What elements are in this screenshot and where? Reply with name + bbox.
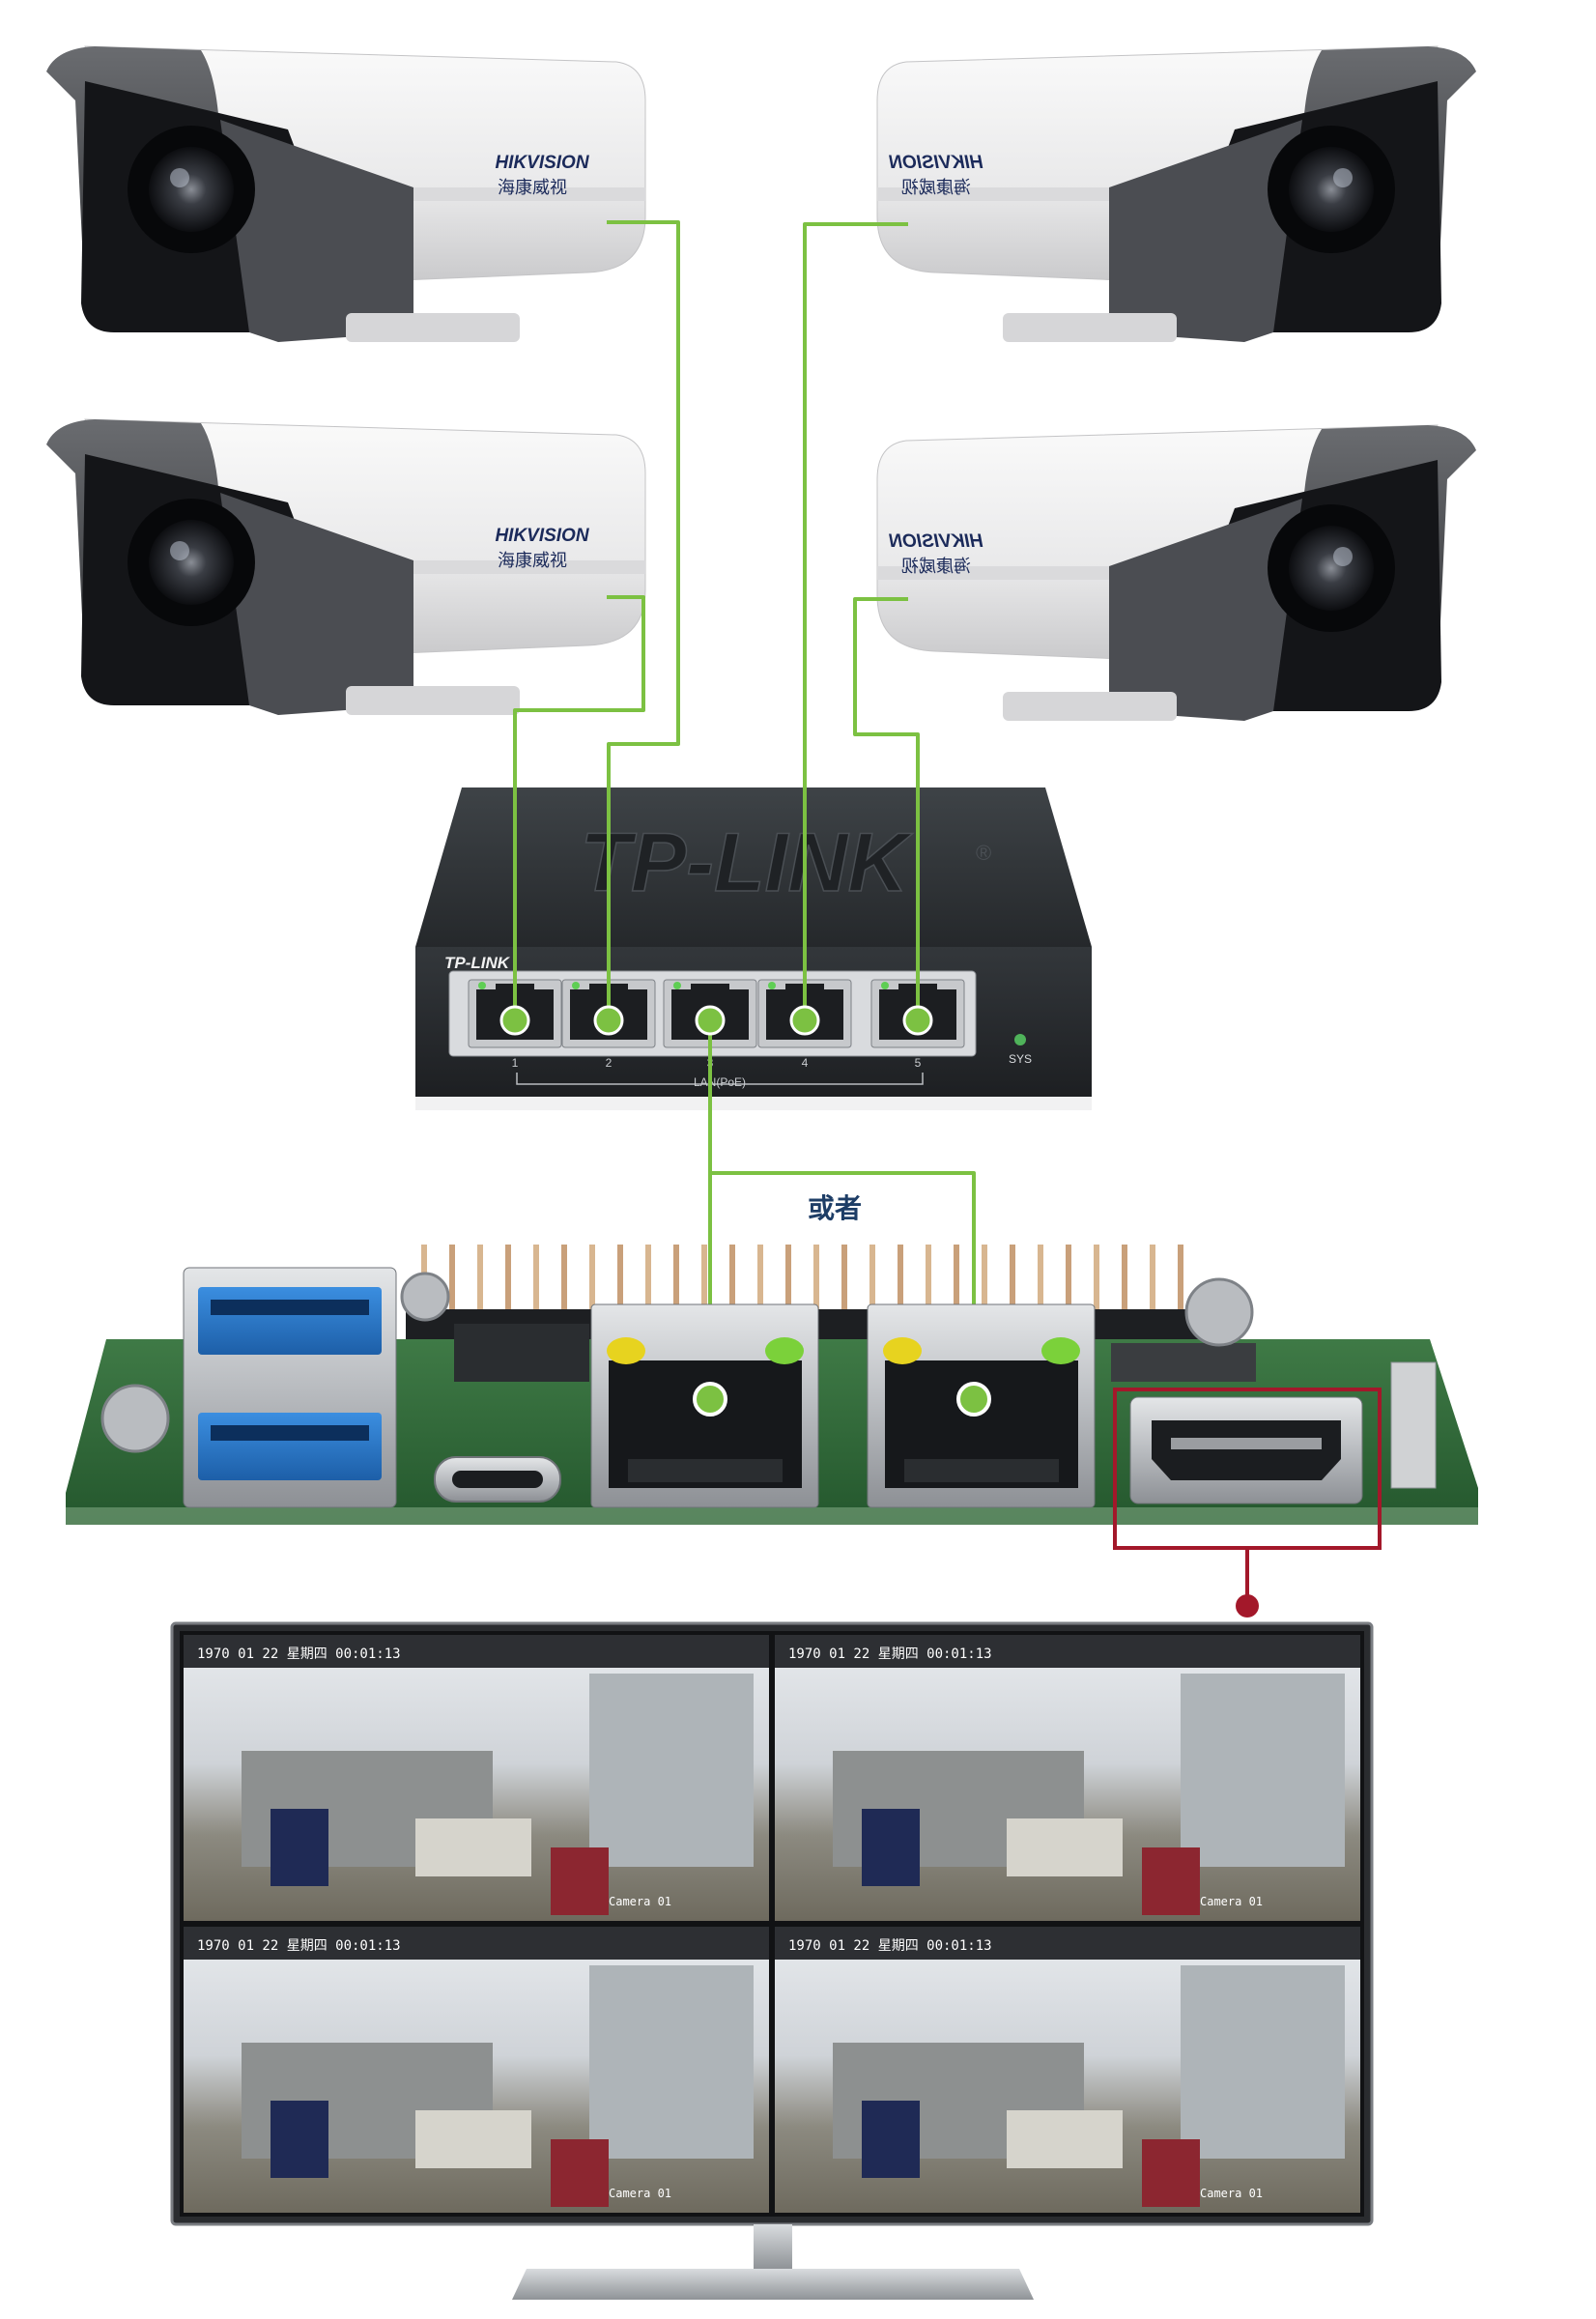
cable-cam-top-left	[607, 220, 680, 1020]
single-board-computer	[66, 1245, 1478, 1618]
header-pin	[617, 1245, 623, 1341]
osd-timestamp: 1970 01 22 星期四 00:01:13	[788, 1646, 992, 1662]
header-pin	[729, 1245, 735, 1341]
header-pin	[982, 1245, 987, 1341]
camera-brand-cn: 海康威视	[901, 557, 971, 577]
camera-mid-right: HIKVISION 海康威视	[876, 424, 1476, 721]
switch-registered-mark: ®	[976, 841, 991, 865]
header-pin	[589, 1245, 595, 1341]
header-pin	[1178, 1245, 1183, 1341]
header-pin	[1150, 1245, 1155, 1341]
lan-poe-label: LAN(PoE)	[694, 1075, 746, 1089]
header-pin	[926, 1245, 931, 1341]
header-pin	[533, 1245, 539, 1341]
header-pin	[561, 1245, 567, 1341]
header-pin	[841, 1245, 847, 1341]
camera-brand-en: HIKVISION	[888, 153, 983, 173]
osd-timestamp: 1970 01 22 星期四 00:01:13	[197, 1938, 401, 1954]
header-pin	[1066, 1245, 1071, 1341]
lan-bracket	[516, 1073, 924, 1085]
lan2-connector-dot	[956, 1382, 991, 1417]
port-number-label: 5	[915, 1056, 922, 1070]
sys-label: SYS	[1009, 1052, 1032, 1066]
camera-brand-cn: 海康威视	[498, 178, 567, 198]
osd-camera-label: Camera 01	[609, 2187, 671, 2200]
header-pin	[813, 1245, 819, 1341]
sys-led	[1014, 1034, 1026, 1045]
camera-top-right: HIKVISION 海康威视	[876, 45, 1476, 342]
bullet-camera-icon	[876, 424, 1476, 721]
port-number-label: 4	[802, 1056, 809, 1070]
hdmi-pointer-dot	[1236, 1594, 1259, 1618]
header-pin	[1010, 1245, 1015, 1341]
network-cables	[513, 220, 976, 1399]
header-pin	[1094, 1245, 1099, 1341]
bullet-camera-icon	[46, 418, 646, 715]
bullet-camera-icon	[46, 45, 646, 342]
header-pin	[645, 1245, 651, 1341]
header-pin	[898, 1245, 903, 1341]
camera-brand-en: HIKVISION	[495, 153, 589, 173]
port-number-label: 2	[606, 1056, 613, 1070]
camera-brand-cn: 海康威视	[901, 178, 971, 198]
camera-brand-en: HIKVISION	[888, 531, 983, 552]
lan1-connector-dot	[693, 1382, 727, 1417]
camera-brand-cn: 海康威视	[498, 551, 567, 571]
header-pin	[1038, 1245, 1043, 1341]
switch-top-logo: TP-LINK	[580, 816, 913, 909]
header-pin	[449, 1245, 455, 1341]
header-pin	[954, 1245, 959, 1341]
cable-cam-mid-left	[513, 595, 645, 1020]
switch-front-logo: TP-LINK	[444, 954, 511, 972]
osd-camera-label: Camera 01	[1200, 1895, 1263, 1908]
header-pin	[673, 1245, 679, 1341]
bullet-camera-icon	[876, 45, 1476, 342]
osd-camera-label: Camera 01	[1200, 2187, 1263, 2200]
port-number-label: 1	[512, 1056, 519, 1070]
header-pin	[757, 1245, 763, 1341]
camera-top-left: HIKVISION 海康威视	[46, 45, 646, 342]
single-board-computer-icon	[66, 1245, 1478, 1525]
header-pin	[1122, 1245, 1127, 1341]
cable-cam-top-right	[803, 222, 908, 1020]
or-label: 或者	[808, 1192, 862, 1224]
header-pin	[505, 1245, 511, 1341]
header-pin	[477, 1245, 483, 1341]
header-pin	[785, 1245, 791, 1341]
cable-cam-mid-right	[853, 597, 920, 1020]
osd-timestamp: 1970 01 22 星期四 00:01:13	[788, 1938, 992, 1954]
header-pin	[869, 1245, 875, 1341]
header-pin	[701, 1245, 707, 1341]
cable-connector-dots	[499, 1005, 933, 1036]
osd-timestamp: 1970 01 22 星期四 00:01:13	[197, 1646, 401, 1662]
osd-camera-label: Camera 01	[609, 1895, 671, 1908]
camera-brand-en: HIKVISION	[495, 526, 589, 546]
camera-mid-left: HIKVISION 海康威视	[46, 418, 646, 715]
